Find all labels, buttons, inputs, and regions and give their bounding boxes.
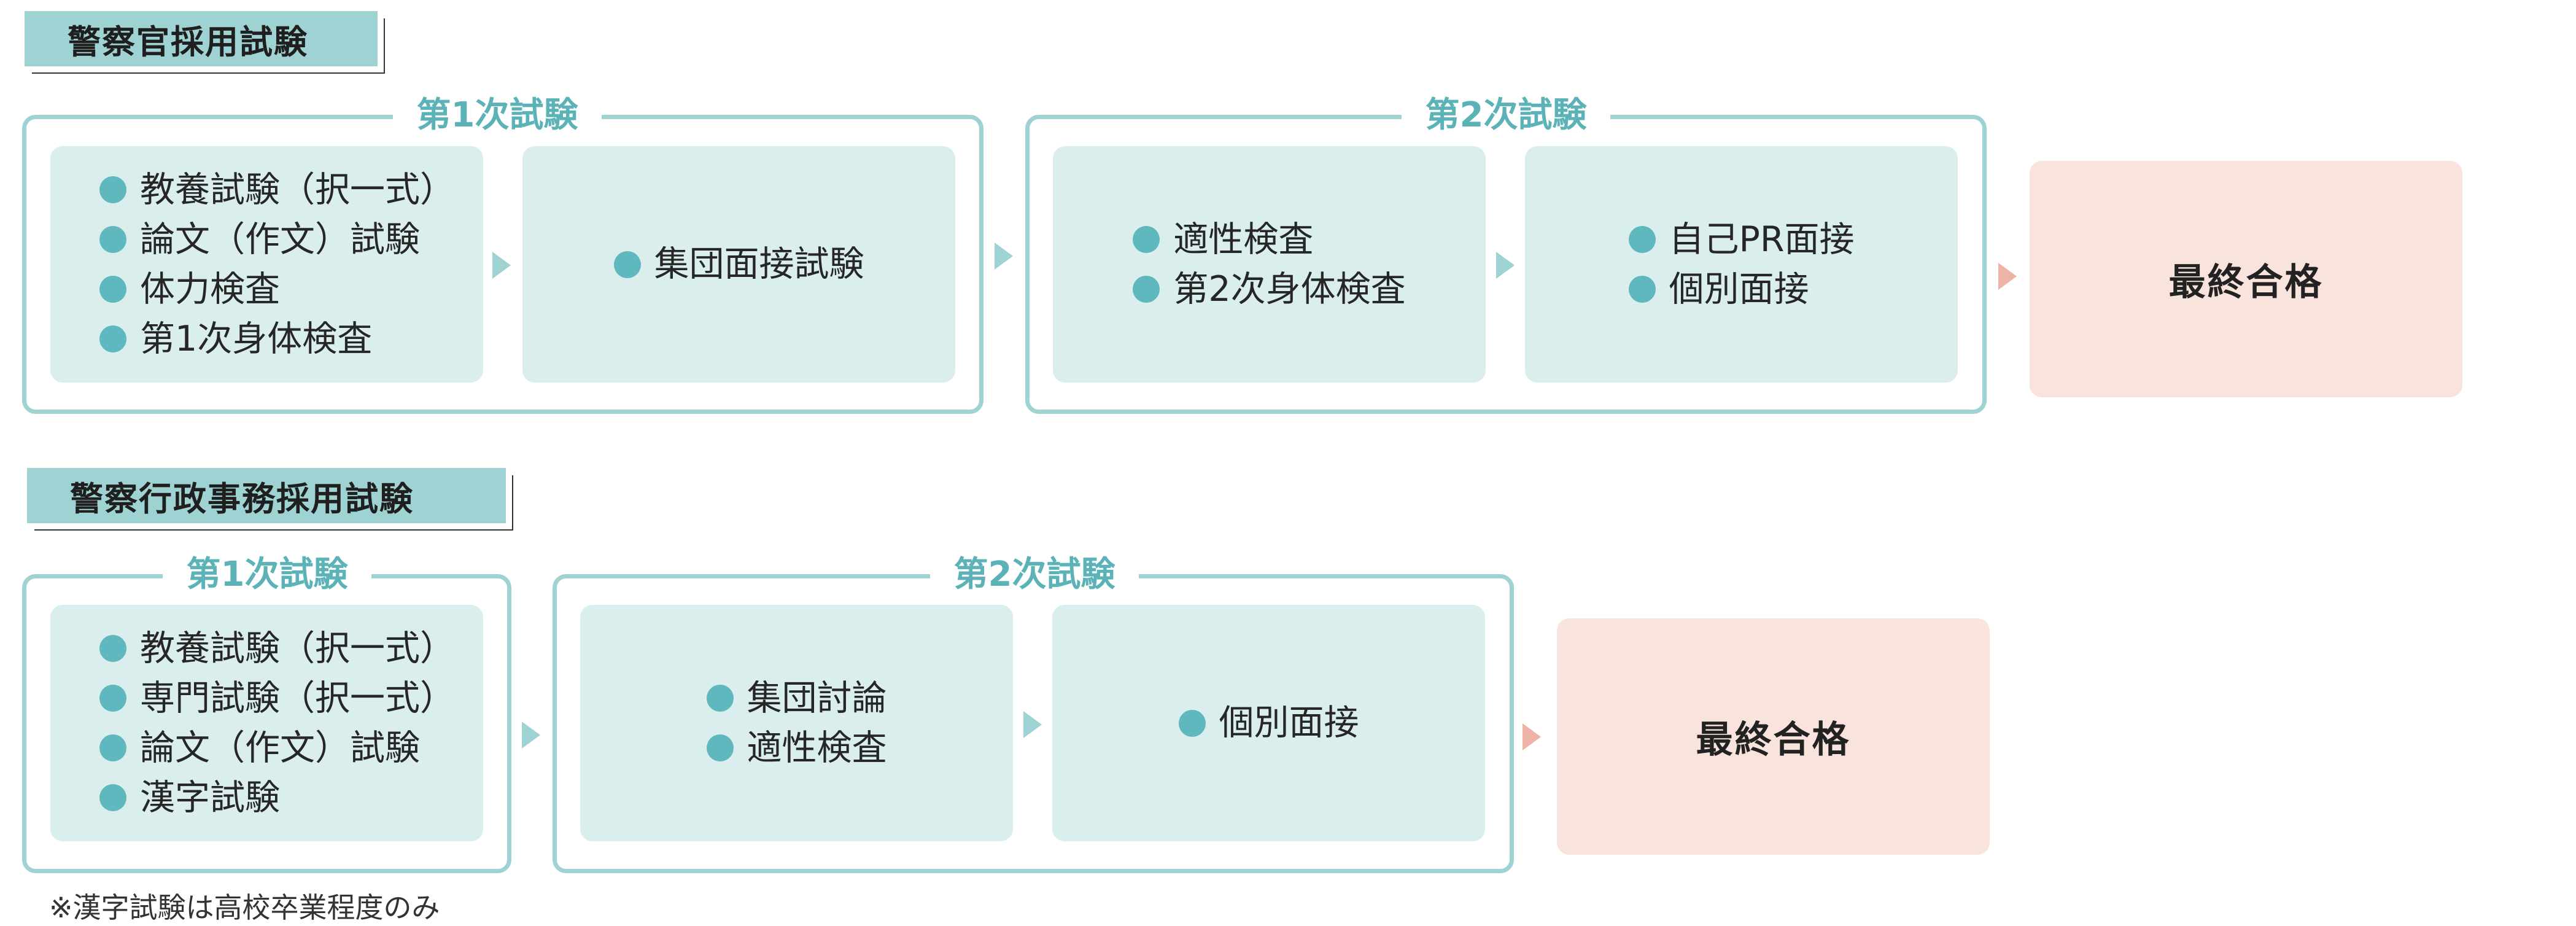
- list-item: 専門試験（択一式）: [99, 674, 455, 723]
- arrow-right-icon: [492, 252, 511, 279]
- list-item: 個別面接: [1178, 698, 1359, 748]
- bullet-icon: [1628, 226, 1656, 253]
- stage2-label: 第2次試験: [1402, 94, 1610, 137]
- list-item: 体力検査: [99, 265, 455, 314]
- arrow-right-icon: [995, 243, 1013, 270]
- list-item: 適性検査: [1133, 215, 1405, 265]
- list-item: 漢字試験: [99, 773, 455, 823]
- list-item: 第2次身体検査: [1133, 265, 1406, 314]
- bullet-icon: [99, 784, 126, 811]
- stage2-label: 第2次試験: [930, 553, 1139, 596]
- bullet-icon: [706, 734, 734, 761]
- section-title-text: 警察官採用試験: [68, 22, 308, 61]
- list-item: 第1次身体検査: [99, 314, 455, 364]
- stage1-box-written: 教養試験（択一式） 専門試験（択一式） 論文（作文）試験 漢字試験: [50, 605, 483, 841]
- arrow-right-icon: [1998, 263, 2017, 290]
- stage2-box-discussion: 集団討論 適性検査: [580, 605, 1013, 841]
- bullet-icon: [613, 251, 641, 278]
- list-item: 適性検査: [706, 723, 887, 773]
- list-item: 教養試験（択一式）: [99, 624, 455, 674]
- bullet-icon: [1133, 276, 1160, 303]
- stage1-box-interview: 集団面接試験: [522, 146, 955, 383]
- section-title-text: 警察行政事務採用試験: [70, 479, 414, 518]
- final-pass-box: 最終合格: [2030, 161, 2462, 397]
- bullet-icon: [1178, 709, 1206, 737]
- list-item: 論文（作文）試験: [99, 215, 455, 265]
- list-item: 論文（作文）試験: [99, 723, 455, 773]
- stage2-box-interview: 自己PR面接 個別面接: [1525, 146, 1958, 383]
- list-item: 自己PR面接: [1628, 215, 1854, 265]
- arrow-right-icon: [522, 722, 540, 749]
- list-item: 個別面接: [1628, 265, 1855, 314]
- bullet-icon: [99, 635, 126, 662]
- list-item: 集団討論: [706, 674, 887, 723]
- list-item: 教養試験（択一式）: [99, 165, 455, 215]
- stage2-box-interview: 個別面接: [1052, 605, 1485, 841]
- arrow-right-icon: [1496, 252, 1515, 279]
- bullet-icon: [99, 734, 126, 761]
- bullet-icon: [1628, 276, 1656, 303]
- section-title-police-officer: 警察官採用試験: [25, 11, 378, 66]
- bullet-icon: [99, 276, 126, 303]
- final-pass-box: 最終合格: [1557, 618, 1990, 855]
- arrow-right-icon: [1523, 723, 1541, 750]
- bullet-icon: [99, 176, 126, 203]
- stage1-label: 第1次試験: [393, 94, 602, 137]
- stage1-label: 第1次試験: [163, 553, 371, 596]
- bullet-icon: [99, 325, 126, 352]
- footnote: ※漢字試験は高校卒業程度のみ: [49, 891, 440, 924]
- bullet-icon: [1133, 226, 1160, 253]
- stage1-box-written: 教養試験（択一式） 論文（作文）試験 体力検査 第1次身体検査: [50, 146, 483, 383]
- section-title-police-admin: 警察行政事務採用試験: [27, 468, 506, 523]
- bullet-icon: [706, 685, 734, 712]
- arrow-right-icon: [1023, 711, 1042, 738]
- bullet-icon: [99, 226, 126, 253]
- stage2-box-aptitude: 適性検査 第2次身体検査: [1053, 146, 1486, 383]
- bullet-icon: [99, 685, 126, 712]
- list-item: 集団面接試験: [613, 239, 864, 289]
